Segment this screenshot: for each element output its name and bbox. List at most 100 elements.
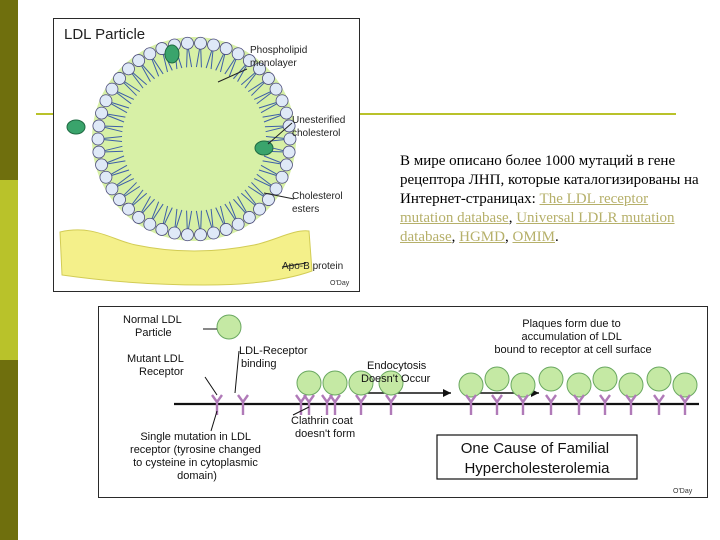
label-apob: Apo-B protein: [282, 261, 343, 272]
ldl-receptor: [237, 394, 249, 415]
phospholipid-head: [181, 228, 194, 242]
cholesterol-left: [66, 119, 86, 135]
phospholipid-head: [105, 182, 119, 196]
caption-sep1: ,: [508, 210, 517, 226]
ldl-particle-figure: LDL Particle Phospholipid monolayer Unes…: [53, 18, 360, 292]
arrow-endocytosis-head: [443, 389, 451, 397]
phospholipid-head: [283, 132, 297, 146]
phospholipid-head: [194, 228, 207, 242]
phospholipid-head: [275, 94, 289, 108]
phospholipid-head: [253, 202, 266, 216]
ldl-receptor: [653, 394, 665, 415]
ldl-particle: [510, 372, 536, 398]
figure2-credit: O'Day: [673, 488, 693, 495]
pointer-unesterified: [267, 122, 293, 145]
phospholipid-head: [91, 132, 105, 146]
ldl-receptor: [385, 394, 397, 415]
phospholipid-head: [132, 54, 146, 67]
ldl-particle: [484, 366, 510, 392]
phospholipid-head: [99, 94, 113, 108]
ldl-receptor: [517, 394, 529, 415]
ldl-particle: [216, 314, 242, 340]
pointer-single: [210, 410, 218, 432]
link-omim[interactable]: OMIM: [512, 229, 555, 245]
ldl-particle: [322, 370, 348, 396]
ldl-particle: [592, 366, 618, 392]
label-endocytosis: Endocytosis Doesn't Occur: [361, 360, 431, 385]
ldl-particle: [618, 372, 644, 398]
hypercholesterolemia-diagram: Normal LDL Particle Mutant LDL Receptor …: [123, 314, 699, 495]
ldl-particle: [672, 372, 698, 398]
phospholipid-head: [280, 158, 293, 172]
caption-text: В мире описано более 1000 мутаций в гене…: [400, 153, 699, 207]
apo-b-protein-band: [59, 229, 313, 286]
pointer-esters: [263, 192, 295, 200]
phospholipid-head: [242, 54, 256, 67]
sidebar-block-dark-1: [0, 0, 18, 180]
ldl-receptor: [303, 394, 315, 415]
phospholipid-head: [207, 226, 220, 240]
link-ldl-receptor-database[interactable]: The LDL receptor mutation database: [400, 191, 649, 226]
phospholipid-head: [155, 223, 169, 236]
phospholipid-head: [113, 72, 126, 85]
title-box: [436, 434, 638, 480]
ldl-receptor: [211, 394, 223, 415]
phospholipid-head: [242, 211, 256, 224]
label-receptor-binding: LDL-Receptor binding: [239, 345, 311, 370]
phospholipid-head: [269, 82, 283, 96]
cholesterol-right: [254, 140, 274, 156]
phospholipid-head: [95, 158, 108, 172]
link-hgmd[interactable]: HGMD: [459, 229, 505, 245]
phospholipid-head: [231, 217, 245, 231]
label-mutant-receptor: Mutant LDL Receptor: [127, 353, 187, 378]
sidebar-block-light-1: [0, 180, 18, 360]
phospholipid-head: [143, 47, 157, 61]
label-phospholipid: Phospholipid monolayer: [250, 45, 310, 69]
phospholipid-head: [168, 226, 181, 240]
phospholipid-head: [92, 119, 106, 133]
phospholipid-head: [99, 170, 113, 184]
ldl-particle: [296, 370, 322, 396]
ldl-receptor: [573, 394, 585, 415]
ldl-particle-diagram: LDL Particle Phospholipid monolayer Unes…: [59, 26, 350, 287]
phospholipid-head: [269, 182, 283, 196]
label-unesterified: Unesterified cholesterol: [292, 115, 348, 139]
ldl-particle: [458, 372, 484, 398]
phospholipid-head: [275, 170, 289, 184]
title-box-text: One Cause of Familial Hypercholesterolem…: [461, 440, 614, 477]
sidebar-block-dark-2: [0, 360, 18, 540]
link-universal-ldlr-database[interactable]: Universal LDLR mutation database: [400, 210, 675, 245]
label-normal-ldl: Normal LDL Particle: [123, 314, 184, 339]
caption-sep3: ,: [504, 229, 513, 245]
phospholipid-head: [262, 193, 275, 206]
phospholipid-head: [262, 72, 275, 85]
ldl-particle: [538, 366, 564, 392]
label-clathrin: Clathrin coat doesn't form: [291, 415, 356, 440]
ldl-particle: [348, 370, 374, 396]
pointer-binding: [234, 350, 240, 394]
caption-end: .: [555, 229, 559, 245]
figure1-title: LDL Particle: [64, 26, 145, 43]
phospholipid-head: [143, 217, 157, 231]
phospholipid-head: [132, 211, 146, 224]
pointer-apob: [281, 262, 307, 268]
phospholipid-head: [95, 106, 108, 120]
figure1-credit: O'Day: [330, 280, 350, 287]
ldl-receptor: [625, 394, 637, 415]
ldl-particle: [378, 370, 404, 396]
phospholipid-head: [113, 193, 126, 206]
label-esters: Cholesterol esters: [292, 191, 345, 215]
ldl-receptor: [465, 394, 477, 415]
phospholipid-head: [105, 82, 119, 96]
ldl-receptor: [599, 394, 611, 415]
ldl-receptor: [329, 394, 341, 415]
ldl-particle: [646, 366, 672, 392]
ldl-receptor: [491, 394, 503, 415]
mutation-caption: В мире описано более 1000 мутаций в гене…: [400, 152, 700, 247]
pointer-clathrin: [292, 406, 310, 416]
ldl-particles-and-receptors: [211, 314, 698, 415]
phospholipid-heads: [91, 36, 297, 242]
phospholipid-head: [92, 145, 106, 159]
phospholipid-head: [282, 145, 296, 159]
phospholipid-head: [207, 38, 220, 52]
